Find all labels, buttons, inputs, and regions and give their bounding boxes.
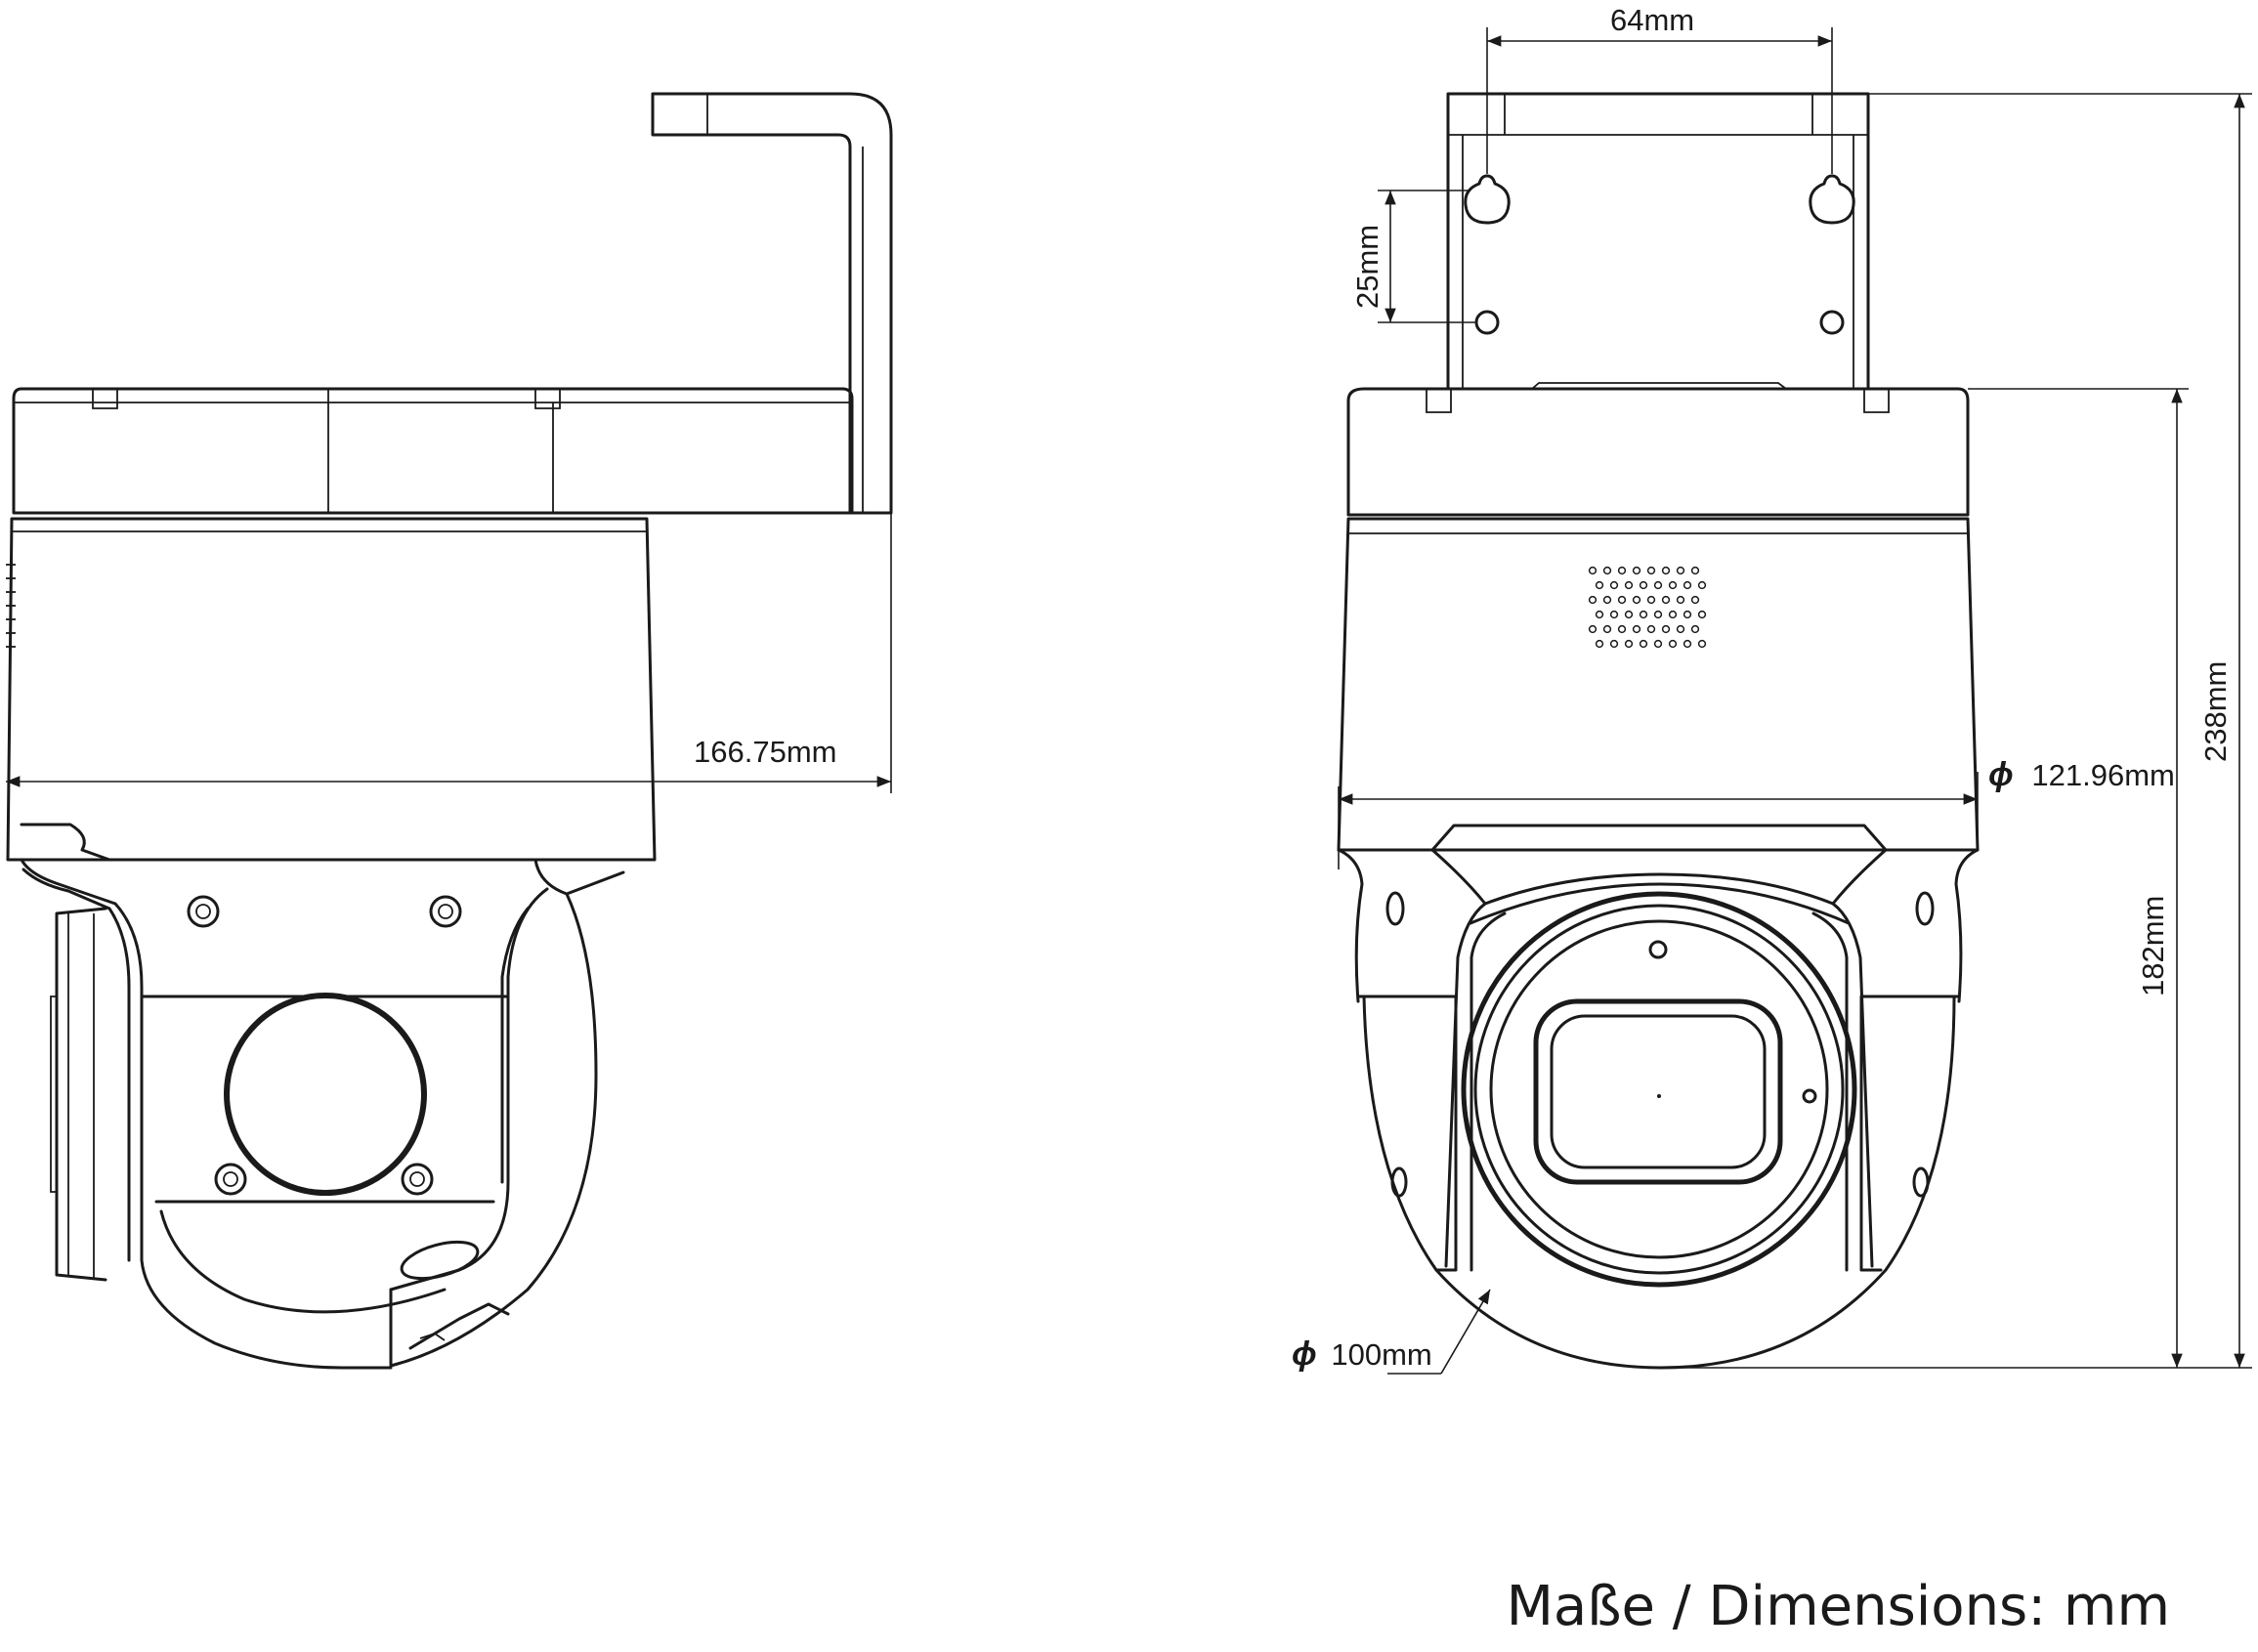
- grille-hole: [1683, 639, 1692, 649]
- grille-hole: [1595, 580, 1604, 590]
- grille-hole: [1690, 566, 1700, 575]
- grille-hole: [1632, 566, 1641, 575]
- speaker-grille: [1588, 566, 1707, 649]
- grille-hole: [1676, 624, 1685, 634]
- dim-body-height: 182mm: [1968, 388, 2189, 1368]
- housing-front: [1337, 517, 1980, 852]
- grille-hole: [1602, 566, 1612, 575]
- grille-hole: [1653, 580, 1663, 590]
- grille-hole: [1632, 595, 1641, 605]
- grille-hole: [1639, 580, 1648, 590]
- svg-text:ϕ 121.96mm: ϕ 121.96mm: [1988, 756, 2175, 793]
- lens-front: [1461, 891, 1857, 1288]
- grille-hole: [1624, 580, 1634, 590]
- grille-hole: [1653, 639, 1663, 649]
- grille-hole: [1624, 610, 1634, 619]
- grille-hole: [1602, 624, 1612, 634]
- grille-hole: [1668, 639, 1678, 649]
- body-height-label: 182mm: [2136, 896, 2170, 996]
- grille-hole: [1588, 595, 1598, 605]
- grille-hole: [1624, 639, 1634, 649]
- housing-cylinder: [6, 517, 657, 862]
- grille-hole: [1588, 624, 1598, 634]
- grille-hole: [1683, 610, 1692, 619]
- grille-hole: [1646, 624, 1656, 634]
- dim-dome-diameter: ϕ 100mm: [1292, 1289, 1491, 1375]
- hole-vertical-label: 25mm: [1350, 225, 1385, 309]
- grille-hole: [1661, 624, 1671, 634]
- grille-hole: [1697, 639, 1707, 649]
- svg-text:ϕ 100mm: ϕ 100mm: [1292, 1335, 1432, 1373]
- grille-hole: [1595, 610, 1604, 619]
- grille-hole: [1609, 610, 1619, 619]
- hole-spacing-label: 64mm: [1610, 3, 1694, 37]
- housing-diameter-label: 121.96mm: [2031, 758, 2174, 792]
- grille-hole: [1646, 566, 1656, 575]
- grille-hole: [1617, 566, 1627, 575]
- dimensions-caption: Maße / Dimensions: mm: [1506, 1575, 2170, 1638]
- grille-hole: [1661, 595, 1671, 605]
- dim-hole-vertical: 25mm: [1350, 190, 1475, 323]
- grille-hole: [1676, 595, 1685, 605]
- dim-hole-spacing: 64mm: [1486, 3, 1833, 174]
- housing-diameter-symbol: ϕ: [1988, 756, 2014, 793]
- grille-hole: [1697, 580, 1707, 590]
- grille-hole: [1639, 639, 1648, 649]
- front-view: 64mm 25mm ϕ 121.96mm ϕ 100mm: [1292, 3, 2252, 1375]
- grille-hole: [1602, 595, 1612, 605]
- vent-marks: [6, 564, 16, 648]
- side-view: 166.75mm: [5, 92, 893, 1370]
- lens-side: [224, 993, 427, 1196]
- grille-hole: [1588, 566, 1598, 575]
- total-height-label: 238mm: [2198, 661, 2233, 762]
- grille-hole: [1668, 610, 1678, 619]
- grille-hole: [1697, 610, 1707, 619]
- grille-hole: [1653, 610, 1663, 619]
- grille-hole: [1595, 639, 1604, 649]
- camera-head-front: [1337, 824, 1980, 1370]
- grille-hole: [1690, 595, 1700, 605]
- grille-hole: [1668, 580, 1678, 590]
- mount-base-front: [1346, 382, 1970, 517]
- front-lens-edge: [50, 907, 107, 1282]
- camera-head-side: [20, 823, 625, 1370]
- mount-base: [12, 387, 854, 515]
- grille-hole: [1661, 566, 1671, 575]
- bracket-depth-label: 166.75mm: [694, 735, 836, 769]
- dome-diameter-symbol: ϕ: [1292, 1335, 1317, 1373]
- dim-total-height: 238mm: [1661, 93, 2252, 1369]
- grille-hole: [1646, 595, 1656, 605]
- mount-plate: [1446, 92, 1870, 391]
- grille-hole: [1683, 580, 1692, 590]
- dome-diameter-label: 100mm: [1331, 1337, 1431, 1372]
- keyhole-slots: [1464, 174, 1855, 335]
- grille-hole: [1617, 624, 1627, 634]
- grille-hole: [1617, 595, 1627, 605]
- screws-side: [187, 895, 462, 1196]
- grille-hole: [1609, 580, 1619, 590]
- bottom-connector: [389, 1240, 510, 1368]
- grille-hole: [1676, 566, 1685, 575]
- dim-housing-diameter: ϕ 121.96mm: [1338, 756, 2175, 869]
- grille-hole: [1632, 624, 1641, 634]
- dim-bracket-depth: 166.75mm: [5, 513, 892, 793]
- grille-hole: [1609, 639, 1619, 649]
- grille-hole: [1690, 624, 1700, 634]
- grille-hole: [1639, 610, 1648, 619]
- wall-bracket: [651, 92, 893, 515]
